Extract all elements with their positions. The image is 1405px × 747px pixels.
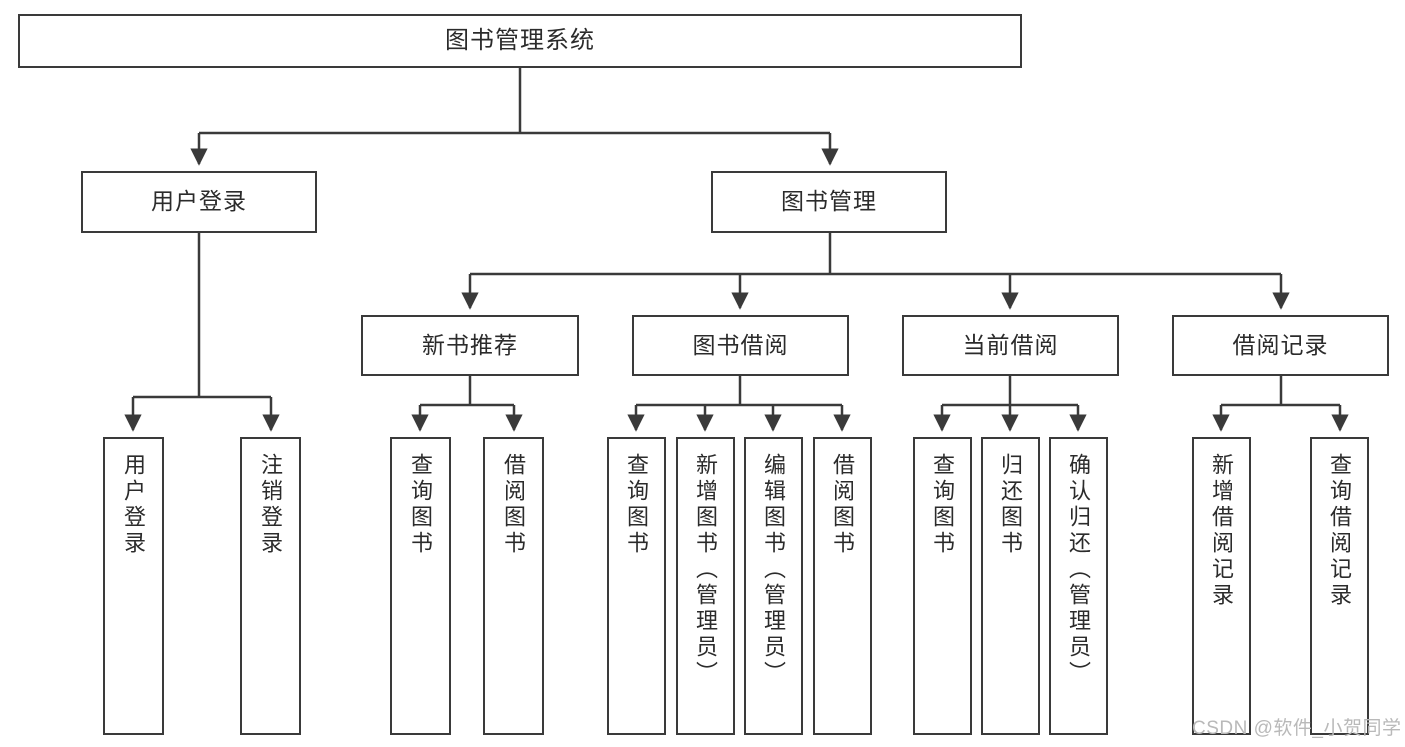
node-label: 借阅记录 (1232, 331, 1329, 358)
node-leaf-query-book-current[interactable]: 查询图书 (913, 437, 972, 735)
node-leaf-confirm-return-admin[interactable]: 确认归还（管理员） (1049, 437, 1108, 735)
node-label: 新增图书（管理员） (693, 453, 719, 687)
node-leaf-edit-book-admin[interactable]: 编辑图书（管理员） (744, 437, 803, 735)
node-label: 新书推荐 (422, 331, 518, 358)
node-label: 查询图书 (930, 453, 956, 557)
node-book-borrow[interactable]: 图书借阅 (632, 315, 849, 376)
node-current-borrow[interactable]: 当前借阅 (902, 315, 1119, 376)
node-root-system[interactable]: 图书管理系统 (18, 14, 1022, 68)
node-book-manage[interactable]: 图书管理 (711, 171, 947, 233)
node-leaf-borrow-book[interactable]: 借阅图书 (813, 437, 872, 735)
node-leaf-query-borrow-record[interactable]: 查询借阅记录 (1310, 437, 1369, 735)
csdn-watermark: CSDN @软件_小贺同学 (1192, 718, 1402, 739)
node-leaf-add-book-admin[interactable]: 新增图书（管理员） (676, 437, 735, 735)
node-label: 当前借阅 (962, 331, 1059, 358)
node-label: 编辑图书（管理员） (761, 453, 787, 687)
node-label: 借阅图书 (501, 453, 527, 557)
node-label: 借阅图书 (830, 453, 856, 557)
node-label: 归还图书 (998, 453, 1024, 557)
node-label: 查询借阅记录 (1327, 453, 1353, 609)
node-borrow-record[interactable]: 借阅记录 (1172, 315, 1389, 376)
node-leaf-query-book-borrow[interactable]: 查询图书 (607, 437, 666, 735)
node-label: 新增借阅记录 (1209, 453, 1235, 609)
node-leaf-borrow-book-recommend[interactable]: 借阅图书 (483, 437, 544, 735)
node-label: 图书管理系统 (445, 26, 595, 54)
node-leaf-add-borrow-record[interactable]: 新增借阅记录 (1192, 437, 1251, 735)
node-label: 图书管理 (781, 188, 877, 215)
node-label: 确认归还（管理员） (1066, 453, 1092, 687)
node-label: 用户登录 (151, 188, 247, 215)
node-leaf-query-book-recommend[interactable]: 查询图书 (390, 437, 451, 735)
node-leaf-logout-login[interactable]: 注销登录 (240, 437, 301, 735)
node-label: 图书借阅 (692, 331, 789, 358)
node-leaf-return-book[interactable]: 归还图书 (981, 437, 1040, 735)
node-label: 用户登录 (121, 453, 147, 557)
node-label: 注销登录 (258, 453, 284, 557)
node-leaf-user-login[interactable]: 用户登录 (103, 437, 164, 735)
node-label: 查询图书 (408, 453, 434, 557)
node-label: 查询图书 (624, 453, 650, 557)
node-user-login[interactable]: 用户登录 (81, 171, 317, 233)
node-new-book-recommend[interactable]: 新书推荐 (361, 315, 579, 376)
